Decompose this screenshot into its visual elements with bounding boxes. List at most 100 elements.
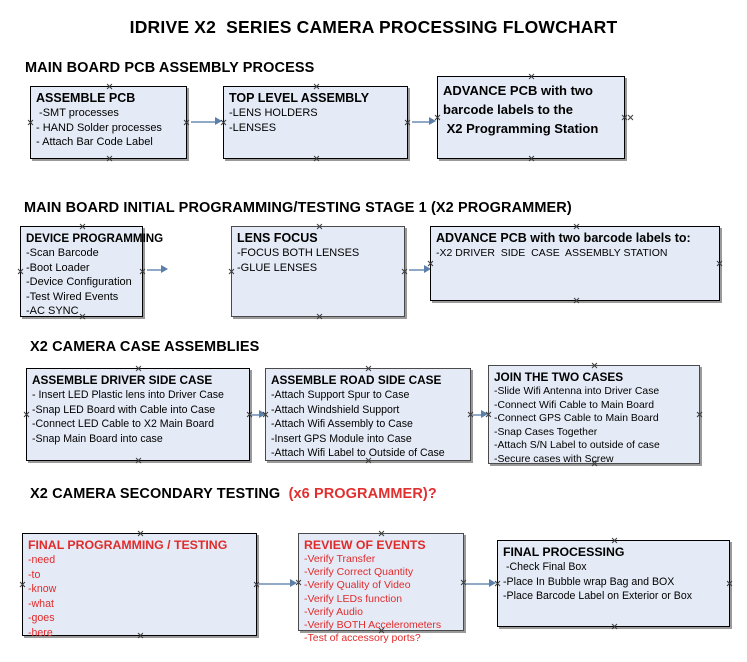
selection-handle-bottom[interactable] bbox=[135, 457, 142, 464]
node-line: -Verify Correct Quantity bbox=[304, 566, 414, 579]
connector-arrow bbox=[290, 579, 297, 587]
node-line: -Verify Audio bbox=[304, 605, 363, 618]
selection-handle-top[interactable] bbox=[316, 223, 323, 230]
node-advance-pcb-to-driver-side-case-assembly-station[interactable]: ADVANCE PCB with two barcode labels to: … bbox=[430, 226, 720, 301]
node-line: -Attach Wifi Label to Outside of Case bbox=[271, 447, 445, 460]
node-line: -Slide Wifi Antenna into Driver Case bbox=[494, 386, 660, 397]
node-line: -Place Barcode Label on Exterior or Box bbox=[503, 590, 693, 603]
section-heading-main-board-pcb-assembly-process: MAIN BOARD PCB ASSEMBLY PROCESS bbox=[25, 60, 315, 76]
connector-arrow bbox=[161, 265, 168, 273]
node-line: -LENS HOLDERS bbox=[229, 107, 318, 119]
node-line: -Connect Wifi Cable to Main Board bbox=[494, 399, 654, 411]
selection-handle-bottom[interactable] bbox=[611, 623, 618, 630]
node-join-the-two-cases[interactable]: JOIN THE TWO CASES -Slide Wifi Antenna i… bbox=[488, 362, 703, 465]
selection-handle-bottom[interactable] bbox=[528, 155, 535, 162]
node-line-overflow: -Test of accessory ports? bbox=[304, 632, 421, 645]
selection-handle-left[interactable] bbox=[23, 411, 30, 418]
node-review-of-events[interactable]: REVIEW OF EVENTS -Verify Transfer -Verif… bbox=[298, 530, 464, 644]
selection-handle-top[interactable] bbox=[313, 83, 320, 90]
connector-line bbox=[409, 269, 426, 271]
node-assemble-road-side-case[interactable]: ASSEMBLE ROAD SIDE CASE -Attach Support … bbox=[265, 368, 471, 461]
node-line: -Verify Quality of Video bbox=[304, 579, 411, 592]
node-advance-pcb-to-x2-programming-station[interactable]: ADVANCE PCB with two barcode labels to t… bbox=[437, 76, 625, 159]
node-assemble-driver-side-case[interactable]: ASSEMBLE DRIVER SIDE CASE - Insert LED P… bbox=[26, 368, 250, 461]
node-line: -Verify BOTH Accelerometers bbox=[304, 619, 442, 632]
node-title: ASSEMBLE DRIVER SIDE CASE bbox=[32, 373, 213, 387]
selection-handle-right[interactable] bbox=[726, 580, 733, 587]
selection-handle-top[interactable] bbox=[611, 537, 618, 544]
selection-handle-left[interactable] bbox=[17, 268, 24, 275]
connector-arrow bbox=[259, 410, 266, 418]
selection-handle-right[interactable] bbox=[401, 268, 408, 275]
connector-line bbox=[147, 269, 163, 271]
connector-arrow bbox=[424, 265, 431, 273]
node-line: - Insert LED Plastic lens into Driver Ca… bbox=[32, 389, 224, 401]
node-line: -LENSES bbox=[229, 121, 277, 134]
node-device-programming[interactable]: DEVICE PROGRAMMING -Scan Barcode -Boot L… bbox=[17, 223, 164, 317]
connector-line bbox=[412, 121, 431, 123]
connector-line bbox=[259, 583, 292, 585]
node-line: -Verify LEDs function bbox=[304, 592, 403, 605]
selection-handle-right[interactable] bbox=[696, 411, 703, 418]
node-line: -know bbox=[28, 583, 57, 596]
node-assemble-pcb[interactable]: ASSEMBLE PCB -SMT processes - HAND Solde… bbox=[30, 86, 187, 159]
node-line: -Connect LED Cable to X2 Main Board bbox=[32, 418, 214, 431]
node-line: - HAND Solder processes bbox=[36, 121, 162, 134]
selection-handle-right[interactable] bbox=[716, 260, 723, 267]
node-line: -Scan Barcode bbox=[26, 247, 99, 259]
selection-handle-left[interactable] bbox=[228, 268, 235, 275]
node-line: -Connect GPS Cable to Main Board bbox=[494, 413, 659, 425]
node-line: -Insert GPS Module into Case bbox=[271, 432, 412, 445]
node-line: -GLUE LENSES bbox=[237, 261, 318, 274]
selection-handle-top[interactable] bbox=[137, 530, 144, 537]
node-final-programming-testing[interactable]: FINAL PROGRAMMING / TESTING -need -to -k… bbox=[19, 530, 257, 639]
node-line: -Attach Windshield Support bbox=[271, 403, 400, 416]
node-line: -Attach S/N Label to outside of case bbox=[494, 440, 660, 452]
section-heading-x2-camera-case-assemblies: X2 CAMERA CASE ASSEMBLIES bbox=[30, 339, 260, 355]
node-title: JOIN THE TWO CASES bbox=[494, 370, 624, 384]
node-line: -here bbox=[28, 626, 53, 639]
selection-handle-top[interactable] bbox=[79, 223, 86, 230]
node-title: FINAL PROCESSING bbox=[503, 545, 625, 559]
node-title: ADVANCE PCB with two barcode labels to: bbox=[436, 231, 691, 245]
node-line: -to bbox=[28, 568, 41, 581]
node-line: -need bbox=[28, 554, 56, 566]
selection-handle-top[interactable] bbox=[528, 73, 535, 80]
selection-handle-right[interactable] bbox=[183, 119, 190, 126]
node-line: -Attach Support Spur to Case bbox=[271, 389, 410, 401]
node-title: DEVICE PROGRAMMING bbox=[26, 232, 164, 245]
selection-handle-top[interactable] bbox=[135, 365, 142, 372]
selection-handle-top[interactable] bbox=[106, 83, 113, 90]
node-final-processing[interactable]: FINAL PROCESSING -Check Final Box -Place… bbox=[497, 540, 730, 627]
selection-handle-bottom[interactable] bbox=[313, 155, 320, 162]
selection-handle-right[interactable] bbox=[404, 119, 411, 126]
selection-handle-top[interactable] bbox=[365, 365, 372, 372]
selection-handle-top[interactable] bbox=[378, 530, 385, 537]
section-heading-x2-camera-secondary-testing: X2 CAMERA SECONDARY TESTING (x6 PROGRAMM… bbox=[30, 486, 437, 502]
selection-handle-left[interactable] bbox=[27, 119, 34, 126]
node-line: -what bbox=[28, 597, 54, 610]
selection-handle-top[interactable] bbox=[591, 362, 598, 369]
selection-handle-right[interactable] bbox=[139, 268, 146, 275]
node-line: -SMT processes bbox=[36, 107, 119, 119]
selection-handle-left[interactable] bbox=[19, 581, 26, 588]
node-line: -FOCUS BOTH LENSES bbox=[237, 247, 360, 259]
node-line: -Secure cases with Screw bbox=[494, 453, 614, 465]
connector-arrow bbox=[489, 579, 496, 587]
selection-handle-bottom[interactable] bbox=[106, 155, 113, 162]
node-title: ASSEMBLE ROAD SIDE CASE bbox=[271, 373, 442, 387]
node-top-level-assembly[interactable]: TOP LEVEL ASSEMBLY -LENS HOLDERS -LENSES bbox=[223, 86, 408, 159]
selection-handle-bottom[interactable] bbox=[316, 313, 323, 320]
selection-handle-right[interactable] bbox=[621, 114, 628, 121]
section-heading-accent: (x6 PROGRAMMER)? bbox=[288, 486, 437, 502]
node-line: -Device Configuration bbox=[26, 276, 132, 289]
connector-line bbox=[191, 121, 217, 123]
node-lens-focus[interactable]: LENS FOCUS -FOCUS BOTH LENSES -GLUE LENS… bbox=[231, 226, 405, 317]
selection-handle-top[interactable] bbox=[573, 223, 580, 230]
selection-handle-bottom[interactable] bbox=[573, 297, 580, 304]
selection-handle-right-outer[interactable] bbox=[627, 114, 634, 121]
node-line: -Snap Cases Together bbox=[494, 426, 598, 438]
node-line: -Verify Transfer bbox=[304, 553, 376, 565]
node-line: -Attach Wifi Assembly to Case bbox=[271, 418, 413, 431]
